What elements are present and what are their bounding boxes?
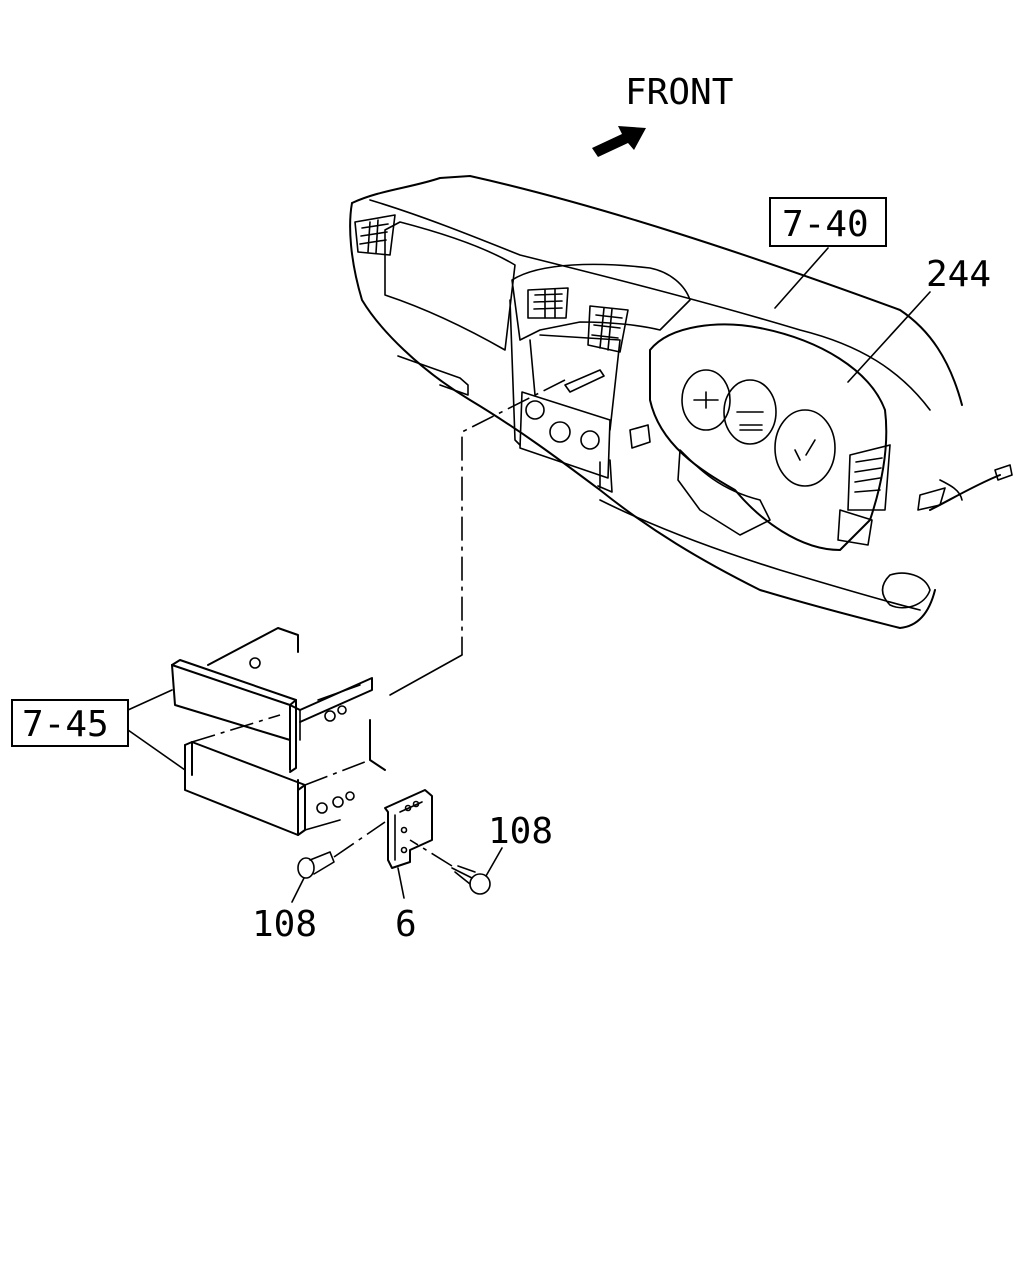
center-vents	[527, 287, 629, 353]
left-vent	[354, 214, 396, 256]
callout-box-7-40: 7-40	[769, 197, 887, 247]
callout-244: 244	[926, 254, 991, 295]
instrument-panel-illustration	[349, 175, 1013, 629]
leader-7-40	[774, 247, 829, 309]
callout-7-40: 7-40	[782, 204, 869, 245]
connector-line	[461, 379, 566, 655]
leader-108-right	[485, 847, 503, 877]
leader-7-45-bottom	[127, 729, 186, 771]
leader-244	[847, 291, 931, 383]
bracket-illustration	[384, 789, 433, 869]
screw-right-illustration	[451, 865, 491, 895]
screw-right-axis	[409, 839, 453, 867]
callout-6: 6	[395, 904, 417, 945]
radio-pocket-illustration	[171, 627, 386, 836]
screw-left-axis	[333, 821, 386, 858]
leader-6	[397, 867, 405, 899]
front-label: FRONT	[625, 72, 733, 113]
callout-7-45: 7-45	[22, 704, 109, 745]
front-arrow-icon	[592, 126, 646, 157]
instrument-cluster	[649, 323, 891, 551]
leader-108-left	[291, 877, 305, 903]
callout-box-7-45: 7-45	[11, 699, 129, 747]
connector-line-end	[389, 654, 463, 696]
callout-108-right: 108	[488, 811, 553, 852]
leader-7-45-top	[127, 689, 173, 711]
callout-108-left: 108	[252, 904, 317, 945]
screw-left-illustration	[297, 851, 335, 879]
